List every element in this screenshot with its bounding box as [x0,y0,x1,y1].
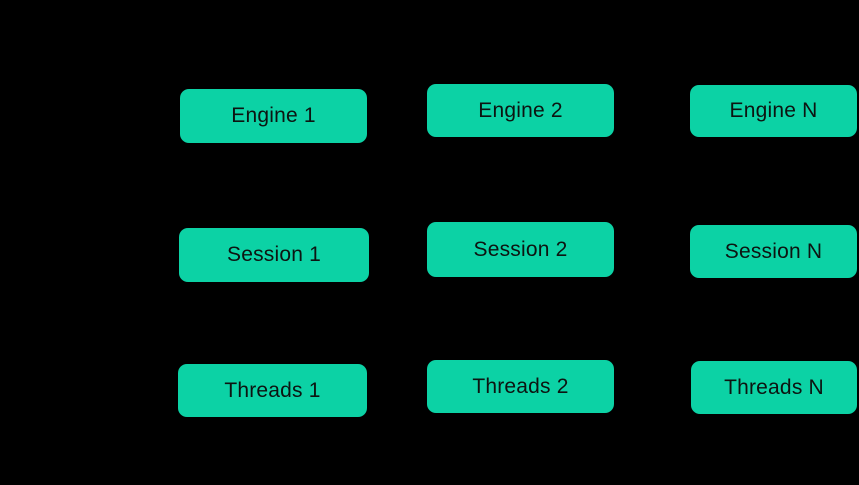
engine-2-label: Engine 2 [478,98,563,122]
threads-n-box: Threads N [691,361,857,414]
session-n-label: Session N [724,239,823,263]
threads-1-label: Threads 1 [224,378,321,402]
engine-n-box: Engine N [690,85,857,137]
threads-2-box: Threads 2 [427,360,614,413]
engine-1-label: Engine 1 [231,104,316,127]
session-2-label: Session 2 [473,237,568,261]
session-1-box: Session 1 [179,228,369,282]
session-1-label: Session 1 [226,243,322,266]
engine-n-label: Engine N [729,99,818,122]
threads-n-label: Threads N [724,375,824,399]
engine-2-box: Engine 2 [427,84,614,137]
session-2-box: Session 2 [427,222,614,277]
engine-1-box: Engine 1 [180,89,367,143]
session-n-box: Session N [690,225,857,278]
threads-1-box: Threads 1 [178,364,367,417]
threads-2-label: Threads 2 [472,374,569,398]
